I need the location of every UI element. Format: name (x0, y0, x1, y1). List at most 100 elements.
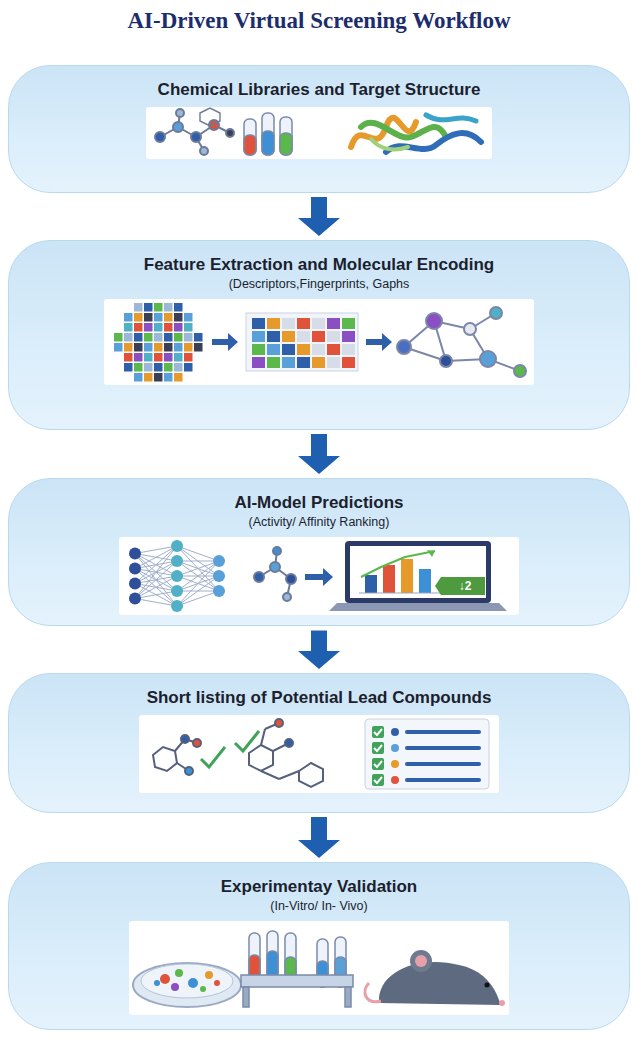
check-box (372, 726, 384, 738)
step-heading: Experimentay Validation (221, 877, 418, 897)
descriptor-pixel (184, 353, 193, 362)
protein-structure (351, 115, 481, 152)
descriptor-pixel (164, 333, 173, 342)
descriptor-pixel (154, 373, 163, 382)
descriptor-pixel (164, 373, 173, 382)
shortlist-illustration (139, 715, 499, 793)
fingerprint-bit (342, 357, 355, 368)
list-line (405, 778, 481, 782)
petri-dish-part (160, 974, 170, 984)
descriptor-pixel (124, 323, 133, 332)
lab-mouse-part (365, 983, 381, 1002)
protein-structure-part (351, 118, 416, 147)
laptop-chart-part (401, 559, 413, 593)
petri-dish-part (171, 983, 179, 991)
network-link (177, 561, 219, 591)
candidate-molecule-part (235, 731, 259, 751)
descriptor-pixel (124, 343, 133, 352)
fingerprint-bit (282, 357, 295, 368)
descriptor-pixel (134, 303, 143, 312)
molecule-graphic-part (283, 593, 291, 601)
test-tube-rack-part (285, 933, 296, 981)
laptop-chart-part (419, 569, 431, 593)
candidate-molecule-part (181, 735, 189, 743)
protein-structure-part (361, 123, 446, 138)
flow-arrow-part (212, 333, 238, 351)
candidate-molecule-part (275, 719, 283, 727)
laptop-chart-part (427, 550, 435, 557)
descriptor-pixel (154, 313, 163, 322)
network-neuron (129, 548, 141, 560)
network-neuron (171, 600, 183, 612)
descriptor-pixel (174, 373, 183, 382)
fingerprint-bit (312, 331, 325, 342)
molecule-graphic-part (270, 562, 280, 572)
candidate-molecule-part (201, 747, 225, 767)
descriptor-pixel (134, 333, 143, 342)
fingerprint-bit (297, 357, 310, 368)
illustration-panel (104, 299, 534, 385)
step-heading: Feature Extraction and Molecular Encodin… (144, 255, 494, 275)
descriptor-pixel (154, 333, 163, 342)
fingerprint-bit (342, 331, 355, 342)
descriptor-pixel (124, 363, 133, 372)
check-box (372, 774, 384, 786)
petri-dish-part (133, 963, 241, 1007)
network-link (177, 591, 219, 606)
descriptor-pixel (164, 303, 173, 312)
descriptor-pixel (194, 343, 203, 352)
molecular-graph-part (426, 313, 442, 329)
illustration-panel (146, 107, 492, 159)
descriptor-pixel (164, 363, 173, 372)
illustration-panel: ↓2 (119, 537, 519, 615)
lab-mouse-part (415, 955, 427, 967)
fingerprint-bit (282, 344, 295, 355)
molecular-graph-part (514, 365, 526, 377)
network-link (135, 561, 177, 599)
flow-arrow (298, 817, 340, 858)
network-link (177, 561, 219, 591)
descriptor-pixel (134, 343, 143, 352)
network-neuron (129, 563, 141, 575)
descriptor-pixel (164, 323, 173, 332)
fingerprint-bit (342, 318, 355, 329)
molecule-graphic-part (226, 129, 234, 137)
list-line (405, 762, 481, 766)
network-link (177, 561, 219, 576)
check-box (372, 742, 384, 754)
workflow-band: Chemical Libraries and Target Structure (8, 65, 630, 193)
network-neuron (213, 570, 225, 582)
fingerprint-bit (327, 344, 340, 355)
network-link (177, 546, 219, 561)
workflow-band: Feature Extraction and Molecular Encodin… (8, 240, 630, 430)
candidate-molecule (235, 719, 323, 787)
descriptor-pixel (134, 323, 143, 332)
descriptor-pixel (164, 343, 173, 352)
candidate-molecule-part (261, 771, 279, 779)
test-tubes-part (280, 117, 292, 155)
network-link (135, 599, 177, 607)
descriptor-pixel (144, 373, 153, 382)
test-tubes (244, 113, 292, 155)
list-dot (391, 744, 399, 752)
network-link (135, 576, 177, 599)
test-tube-rack-part (241, 975, 353, 987)
descriptor-pixel (114, 343, 123, 352)
network-link (177, 546, 219, 591)
descriptor-pixel (184, 363, 193, 372)
diagram-title: AI-Driven Virtual Screening Workflow (0, 8, 638, 34)
prediction-illustration (119, 537, 519, 615)
descriptor-pixel (144, 353, 153, 362)
fingerprint-bit (297, 331, 310, 342)
fingerprint-bit (282, 318, 295, 329)
petri-dish-part (141, 964, 233, 998)
list-line (405, 730, 481, 734)
molecular-graph-part (397, 340, 411, 354)
descriptor-pixel (174, 303, 183, 312)
test-tube-rack-part (345, 987, 351, 1007)
check-mark (374, 777, 382, 783)
test-tubes-part (244, 119, 256, 155)
flow-arrow-part (366, 333, 392, 351)
test-tubes-part (262, 113, 274, 155)
descriptor-pixel (114, 333, 123, 342)
